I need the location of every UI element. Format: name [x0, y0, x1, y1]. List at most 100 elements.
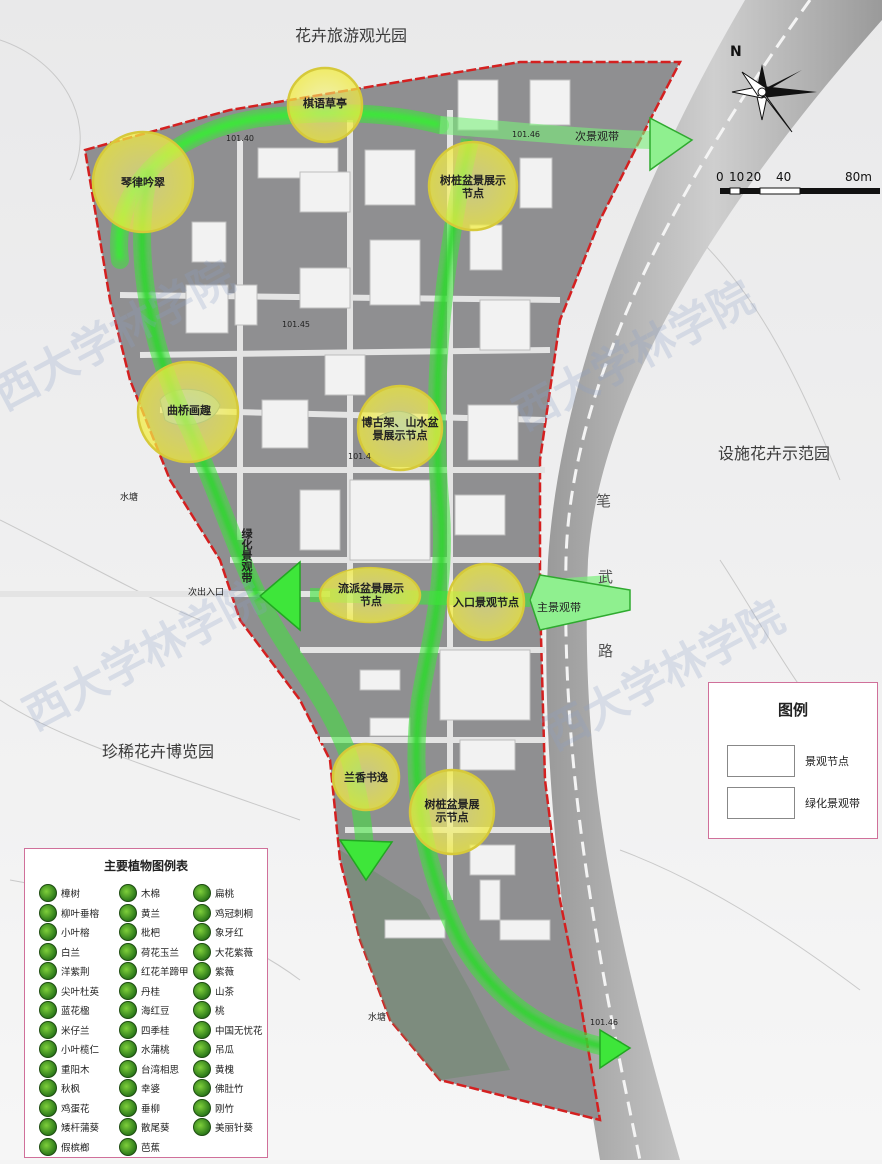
- node-label: 博古架、山水盆景展示节点: [361, 416, 439, 442]
- landscape-nodes: [91, 66, 526, 856]
- plant-icon: [193, 903, 211, 922]
- highway: [546, 0, 882, 1160]
- plant-legend-item: 山茶: [193, 981, 273, 1000]
- plant-legend-item: 洋紫荆: [39, 961, 119, 980]
- plant-name: 红花羊蹄甲: [141, 967, 189, 978]
- highway-lane: [564, 0, 812, 1161]
- plant-name: 海红豆: [141, 1006, 170, 1017]
- node-label: 树桩盆景展示节点: [424, 798, 480, 824]
- scale-tick-label: 20: [746, 170, 762, 184]
- plant-legend-item: 佛肚竹: [193, 1078, 273, 1097]
- plant-icon: [39, 1059, 57, 1078]
- compass-icon: [731, 64, 817, 133]
- plant-icon: [39, 1020, 57, 1039]
- road-name-char: 路: [598, 642, 614, 660]
- plant-icon: [193, 942, 211, 961]
- plant-name: 散尾葵: [141, 1123, 170, 1134]
- plant-legend-item: 荷花玉兰: [119, 942, 199, 961]
- scale-tick-label: 0: [716, 170, 724, 184]
- plant-name: 桃: [215, 1006, 225, 1017]
- plant-icon: [193, 1020, 211, 1039]
- plant-legend-item: 樟树: [39, 883, 119, 902]
- road-name-char: 笔: [596, 492, 612, 510]
- plant-icon: [119, 1137, 137, 1156]
- plant-legend-item: 木棉: [119, 883, 199, 902]
- plant-name: 佛肚竹: [215, 1084, 244, 1095]
- plant-name: 蓝花楹: [61, 1006, 90, 1017]
- plant-legend-item: 白兰: [39, 942, 119, 961]
- area-label-west: 珍稀花卉博览园: [102, 742, 215, 761]
- plant-icon: [119, 981, 137, 1000]
- plant-legend-item: 台湾相思: [119, 1059, 199, 1078]
- plant-legend-item: 矮杆蒲葵: [39, 1117, 119, 1136]
- plant-legend-item: 黄槐: [193, 1059, 273, 1078]
- plant-icon: [193, 1079, 211, 1097]
- plant-icon: [119, 903, 137, 922]
- plant-name: 小叶榕: [61, 928, 90, 939]
- plant-icon: [193, 1098, 211, 1117]
- plant-icon: [193, 1001, 211, 1019]
- green-arrow-icon: [727, 787, 795, 819]
- legend-row: 景观节点: [727, 745, 867, 777]
- plant-legend-item: 中国无忧花: [193, 1020, 273, 1039]
- west-band-arrow: [258, 560, 301, 632]
- plant-legend-item: 重阳木: [39, 1059, 119, 1078]
- water-label: 水塘: [368, 1013, 387, 1023]
- spine-arrow: [599, 1028, 632, 1070]
- plant-name: 刚竹: [215, 1103, 235, 1115]
- elevation-label: 101.46: [590, 1018, 618, 1027]
- plant-name: 柳叶垂榕: [61, 908, 100, 920]
- elevation-label: 101.46: [512, 130, 540, 139]
- plant-icon: [39, 1040, 57, 1058]
- legend-title: 图例: [777, 701, 808, 719]
- plant-name: 鸡冠刺桐: [215, 908, 254, 920]
- entrance-label: 次出入口: [188, 588, 225, 598]
- plant-name: 重阳木: [61, 1064, 90, 1076]
- plant-name: 紫薇: [215, 967, 235, 978]
- road-name-char: 武: [598, 568, 614, 586]
- plant-icon: [193, 962, 211, 980]
- plant-name: 美丽针葵: [215, 1123, 254, 1134]
- plant-icon: [39, 962, 57, 980]
- plant-icon: [193, 884, 211, 902]
- plant-name: 芭蕉: [141, 1142, 161, 1154]
- plant-name: 木棉: [141, 889, 161, 900]
- plant-legend-item: 吊瓜: [193, 1039, 273, 1058]
- node-circle-5: [356, 384, 444, 472]
- plant-name: 中国无忧花: [215, 1025, 263, 1037]
- plant-name: 四季桂: [141, 1025, 170, 1037]
- plant-legend-item: 红花羊蹄甲: [119, 961, 199, 980]
- node-label: 入口景观节点: [453, 596, 519, 609]
- node-circle-2: [286, 66, 364, 144]
- plant-legend-item: 桃: [193, 1000, 273, 1019]
- plant-name: 扁桃: [215, 889, 235, 900]
- plant-legend-item: 紫薇: [193, 961, 273, 980]
- plant-legend-item: 小叶榄仁: [39, 1039, 119, 1058]
- area-label-east: 设施花卉示范园: [718, 444, 831, 463]
- plant-legend-item: 海红豆: [119, 1000, 199, 1019]
- plant-name: 黄兰: [141, 908, 161, 920]
- plant-icon: [39, 923, 57, 941]
- plant-legend-item: 鸡蛋花: [39, 1098, 119, 1117]
- plant-legend-item: 假槟榔: [39, 1137, 119, 1156]
- plant-icon: [39, 903, 57, 922]
- plant-legend-item: 蓝花楹: [39, 1000, 119, 1019]
- plant-icon: [39, 1001, 57, 1019]
- plant-icon: [193, 1040, 211, 1058]
- plant-legend-item: 黄兰: [119, 903, 199, 922]
- plant-name: 大花紫薇: [215, 947, 254, 959]
- plant-legend-item: 丹桂: [119, 981, 199, 1000]
- plant-legend-item: 刚竹: [193, 1098, 273, 1117]
- plant-name: 枇杷: [141, 928, 161, 939]
- plant-name: 樟树: [61, 889, 81, 900]
- plant-icon: [193, 981, 211, 1000]
- node-circle-7: [446, 562, 526, 642]
- plant-legend-item: 尖叶杜英: [39, 981, 119, 1000]
- plant-icon: [119, 923, 137, 941]
- green-band-label: 绿化景观带: [240, 528, 253, 583]
- scale-tick-label: 10: [729, 170, 745, 184]
- plant-legend-item: 水蒲桃: [119, 1039, 199, 1058]
- plant-name: 秋枫: [61, 1084, 81, 1095]
- plant-icon: [39, 1079, 57, 1097]
